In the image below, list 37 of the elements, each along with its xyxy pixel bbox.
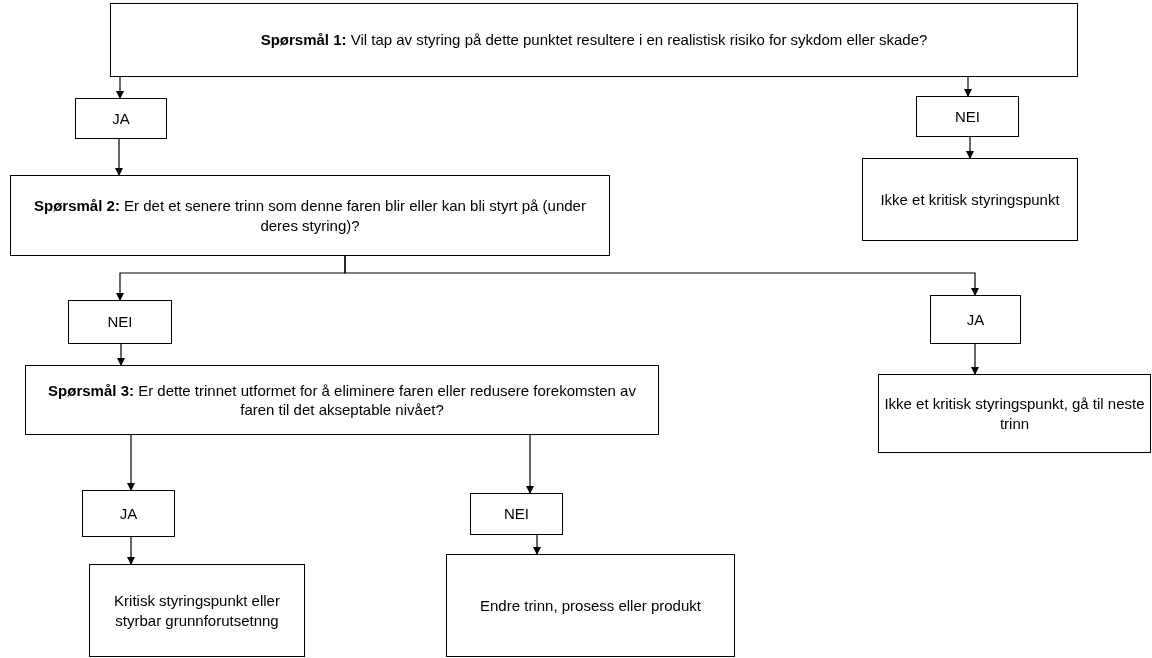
box-text: JA <box>119 503 138 524</box>
answer-box <box>75 98 167 139</box>
box-text: NEI <box>107 312 133 332</box>
box-text: JA <box>112 108 130 129</box>
box-text: NEI <box>504 504 529 524</box>
arrow <box>526 434 534 494</box>
arrow <box>116 76 124 99</box>
outcome-box <box>878 374 1151 453</box>
answer-box <box>82 490 175 537</box>
answer-box <box>470 493 563 535</box>
question-box <box>25 365 659 435</box>
outcome-box <box>89 564 305 657</box>
arrow <box>964 76 972 97</box>
box-text: Spørsmål 2: Er det et senere trinn som denne faren blir eller kan bli styrt på (under deres styring)? <box>33 196 587 235</box>
answer-box <box>68 300 172 344</box>
outcome-box <box>862 158 1078 241</box>
arrow <box>533 534 541 555</box>
box-text: Spørsmål 3: Er dette trinnet utformet for å eliminere faren eller redusere forekomsten av faren til det akseptable nivået? <box>47 380 637 420</box>
arrow <box>115 138 123 176</box>
box-text: JA <box>966 309 985 330</box>
box-text: Kritisk styringspunkt eller styrbar grunnforutsetnng <box>113 591 281 630</box>
box-text: Ikke et kritisk styringspunkt, gå til neste trinn <box>883 394 1146 433</box>
arrow <box>127 434 135 491</box>
arrow <box>117 343 125 366</box>
question-box <box>10 175 610 256</box>
answer-box <box>916 96 1019 137</box>
arrow <box>127 536 135 565</box>
arrow <box>966 136 974 159</box>
box-text: Endre trinn, prosess eller produkt <box>480 595 701 616</box>
answer-box <box>930 295 1021 344</box>
box-text: Spørsmål 1: Vil tap av styring på dette punktet resultere i en realistisk risiko for sykdom eller skade? <box>260 30 928 50</box>
outcome-box <box>446 554 735 657</box>
arrow <box>344 255 979 296</box>
box-text: NEI <box>955 106 980 127</box>
question-box <box>110 3 1078 77</box>
box-text: Ikke et kritisk styringspunkt <box>880 189 1060 210</box>
arrow <box>971 343 979 375</box>
